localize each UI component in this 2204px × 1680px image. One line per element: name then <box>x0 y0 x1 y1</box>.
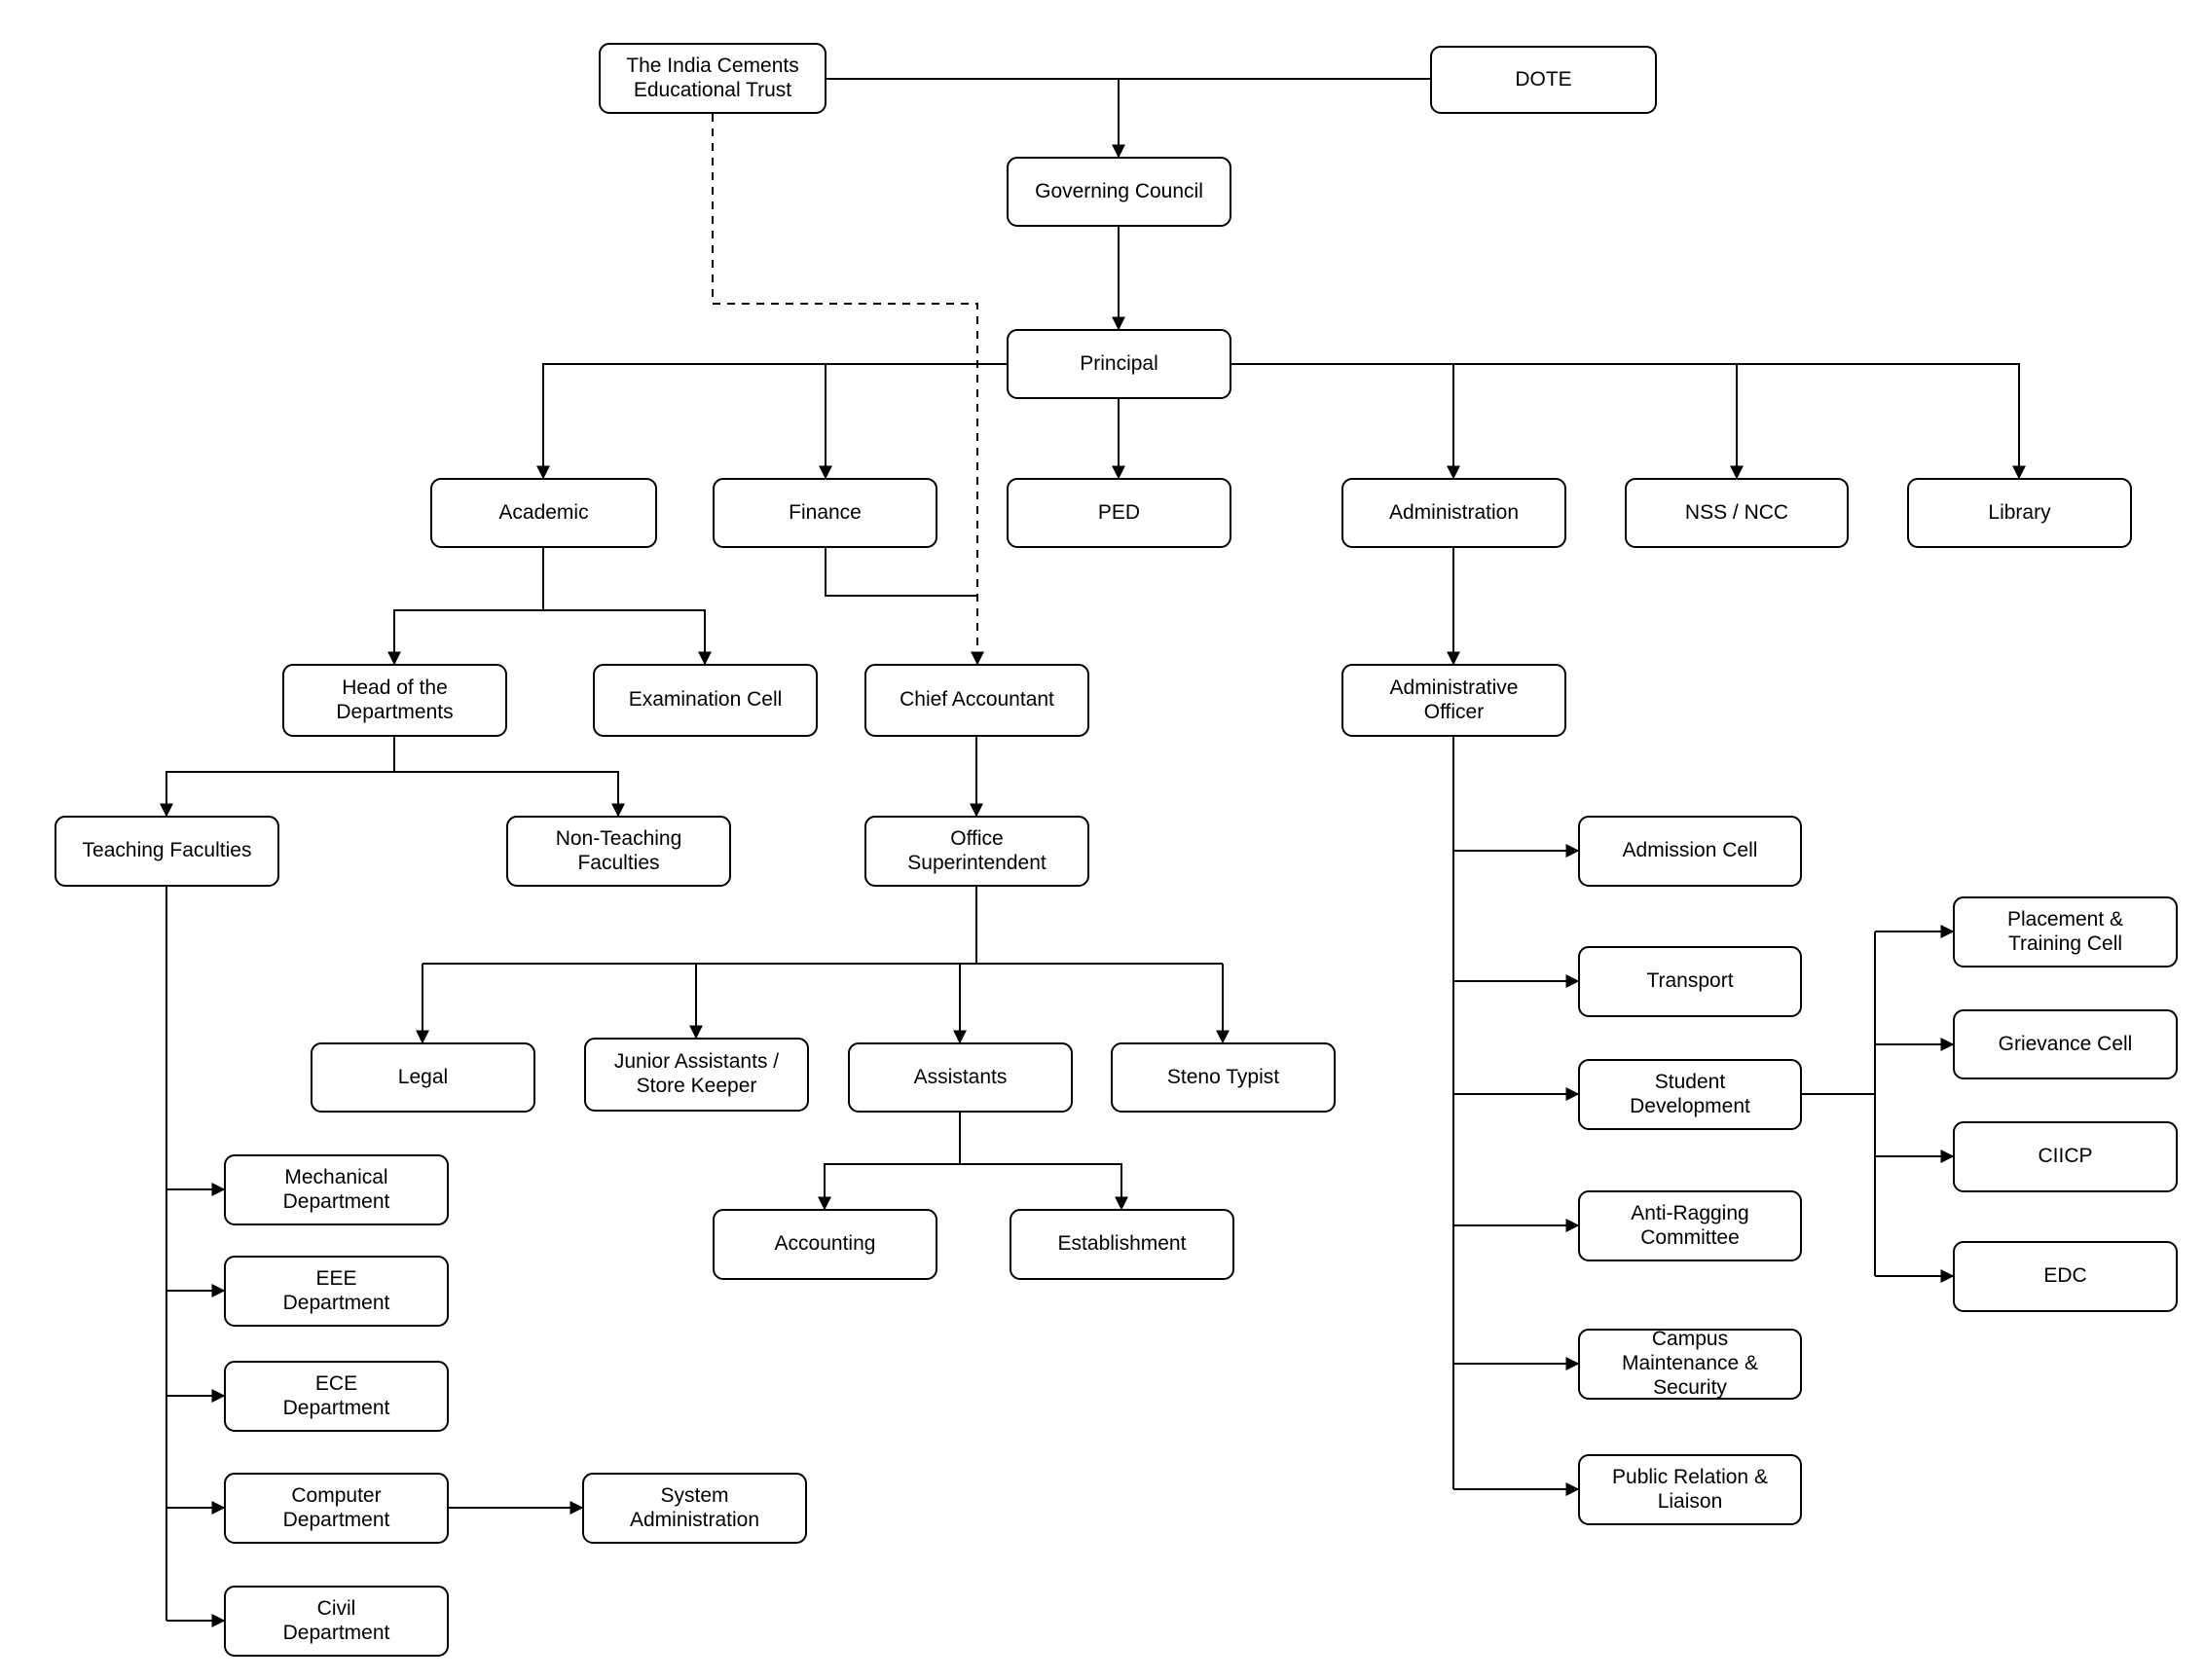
node-label-academic: Academic <box>498 500 589 524</box>
node-governing-council: Governing Council <box>1007 157 1231 227</box>
node-civil-department: Civil Department <box>224 1586 449 1657</box>
node-placement-training-cell: Placement & Training Cell <box>1953 896 2178 968</box>
node-label-placement-training-cell: Placement & Training Cell <box>2006 907 2124 955</box>
node-campus-maintenance-security: Campus Maintenance & Security <box>1578 1328 1802 1400</box>
node-label-library: Library <box>1988 500 2051 524</box>
node-chief-accountant: Chief Accountant <box>864 664 1089 737</box>
node-nss-ncc: NSS / NCC <box>1625 478 1849 548</box>
node-label-governing-council: Governing Council <box>1035 179 1203 202</box>
node-legal: Legal <box>311 1042 535 1113</box>
node-library: Library <box>1907 478 2132 548</box>
node-establishment: Establishment <box>1010 1209 1234 1280</box>
node-grievance-cell: Grievance Cell <box>1953 1009 2178 1079</box>
node-anti-ragging-committee: Anti-Ragging Committee <box>1578 1190 1802 1261</box>
node-label-office-superintendent: Office Superintendent <box>907 826 1047 874</box>
node-label-ciicp: CIICP <box>2038 1145 2093 1168</box>
edge-principal-to-academic <box>536 363 1007 480</box>
node-label-dote: DOTE <box>1515 67 1572 91</box>
node-principal: Principal <box>1007 329 1231 399</box>
edge-assistants-to-establishment <box>960 1163 1128 1211</box>
node-non-teaching-faculties: Non-Teaching Faculties <box>506 816 731 887</box>
node-label-principal: Principal <box>1080 351 1158 375</box>
node-academic: Academic <box>430 478 657 548</box>
node-teaching-faculties: Teaching Faculties <box>55 816 279 887</box>
node-ped: PED <box>1007 478 1231 548</box>
node-label-civil-department: Civil Department <box>282 1596 390 1644</box>
node-label-administration: Administration <box>1388 500 1520 524</box>
node-label-non-teaching-faculties: Non-Teaching Faculties <box>555 826 682 874</box>
node-label-teaching-faculties: Teaching Faculties <box>82 839 252 862</box>
edge-academic-to-head-of-departments <box>387 548 544 666</box>
node-assistants: Assistants <box>848 1042 1073 1113</box>
edge-assistants-to-accounting <box>818 1113 961 1211</box>
node-office-superintendent: Office Superintendent <box>864 816 1089 887</box>
node-admission-cell: Admission Cell <box>1578 816 1802 887</box>
node-label-administrative-officer: Administrative Officer <box>1389 676 1519 723</box>
node-ciicp: CIICP <box>1953 1121 2178 1192</box>
node-label-ped: PED <box>1097 500 1141 524</box>
node-public-relation-liaison: Public Relation & Liaison <box>1578 1454 1802 1525</box>
node-label-transport: Transport <box>1646 969 1734 993</box>
node-eee-department: EEE Department <box>224 1256 449 1327</box>
node-accounting: Accounting <box>713 1209 937 1280</box>
node-label-accounting: Accounting <box>774 1232 876 1256</box>
node-label-computer-department: Computer Department <box>282 1483 390 1531</box>
node-label-chief-accountant: Chief Accountant <box>900 688 1054 712</box>
node-label-trust: The India Cements Educational Trust <box>626 54 799 101</box>
node-label-examination-cell: Examination Cell <box>628 688 783 712</box>
node-label-eee-department: EEE Department <box>282 1266 390 1314</box>
node-label-legal: Legal <box>397 1065 449 1088</box>
node-label-admission-cell: Admission Cell <box>1622 839 1758 862</box>
node-label-public-relation-liaison: Public Relation & Liaison <box>1612 1465 1768 1513</box>
node-ece-department: ECE Department <box>224 1361 449 1432</box>
node-label-head-of-departments: Head of the Departments <box>336 676 454 723</box>
node-label-finance: Finance <box>789 500 862 524</box>
node-head-of-departments: Head of the Departments <box>282 664 507 737</box>
node-label-edc: EDC <box>2043 1264 2087 1288</box>
node-transport: Transport <box>1578 946 1802 1017</box>
node-label-junior-assistants-store-keeper: Junior Assistants / Store Keeper <box>613 1050 780 1097</box>
node-mechanical-department: Mechanical Department <box>224 1154 449 1225</box>
node-computer-department: Computer Department <box>224 1473 449 1544</box>
node-examination-cell: Examination Cell <box>593 664 818 737</box>
node-label-establishment: Establishment <box>1057 1232 1187 1256</box>
node-label-grievance-cell: Grievance Cell <box>1998 1032 2133 1055</box>
node-label-assistants: Assistants <box>913 1065 1008 1088</box>
node-finance: Finance <box>713 478 937 548</box>
node-label-anti-ragging-committee: Anti-Ragging Committee <box>1631 1201 1749 1249</box>
node-administration: Administration <box>1341 478 1566 548</box>
node-label-system-administration: System Administration <box>629 1483 760 1531</box>
node-system-administration: System Administration <box>582 1473 807 1544</box>
node-label-steno-typist: Steno Typist <box>1166 1065 1280 1088</box>
node-trust: The India Cements Educational Trust <box>599 43 826 114</box>
node-label-mechanical-department: Mechanical Department <box>282 1165 390 1213</box>
node-label-ece-department: ECE Department <box>282 1371 390 1419</box>
node-steno-typist: Steno Typist <box>1111 1042 1336 1113</box>
edge-principal-to-library <box>1231 363 2026 480</box>
node-label-campus-maintenance-security: Campus Maintenance & Security <box>1621 1328 1759 1399</box>
edge-academic-to-examination-cell <box>543 609 712 666</box>
node-junior-assistants-store-keeper: Junior Assistants / Store Keeper <box>584 1038 809 1112</box>
edge-head-of-departments-to-non-teaching-faculties <box>394 771 625 818</box>
edge-head-of-departments-to-teaching-faculties <box>160 737 395 818</box>
node-dote: DOTE <box>1430 46 1657 114</box>
node-student-development: Student Development <box>1578 1059 1802 1130</box>
node-administrative-officer: Administrative Officer <box>1341 664 1566 737</box>
node-edc: EDC <box>1953 1241 2178 1312</box>
node-label-student-development: Student Development <box>1630 1070 1750 1117</box>
edge-finance-to-chief-accountant <box>825 548 977 597</box>
node-label-nss-ncc: NSS / NCC <box>1684 500 1789 524</box>
edge-trust-to-chief-accountant <box>712 114 984 666</box>
